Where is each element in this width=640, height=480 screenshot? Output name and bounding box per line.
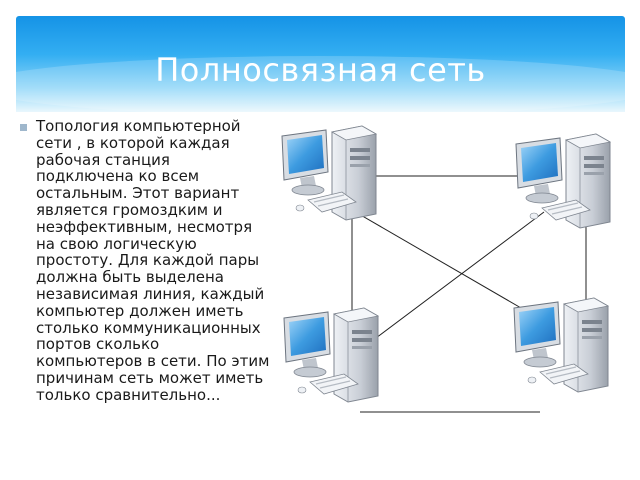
- computer-icon: [283, 307, 379, 403]
- network-diagram: [281, 125, 611, 413]
- banner-highlight: [16, 56, 625, 112]
- title-banner: Полносвязная сеть: [16, 16, 625, 112]
- computer-icon: [513, 297, 609, 393]
- bullet-icon: [20, 124, 27, 131]
- body-paragraph: Топология компьютерной сети , в которой …: [36, 118, 270, 404]
- computer-icon: [281, 125, 377, 221]
- link-diagonal-2: [375, 211, 545, 339]
- computer-icon: [515, 133, 611, 229]
- link-diagonal-1: [351, 209, 529, 313]
- slide-title: Полносвязная сеть: [155, 51, 486, 89]
- text-content: Топология компьютерной сети , в которой …: [20, 118, 270, 480]
